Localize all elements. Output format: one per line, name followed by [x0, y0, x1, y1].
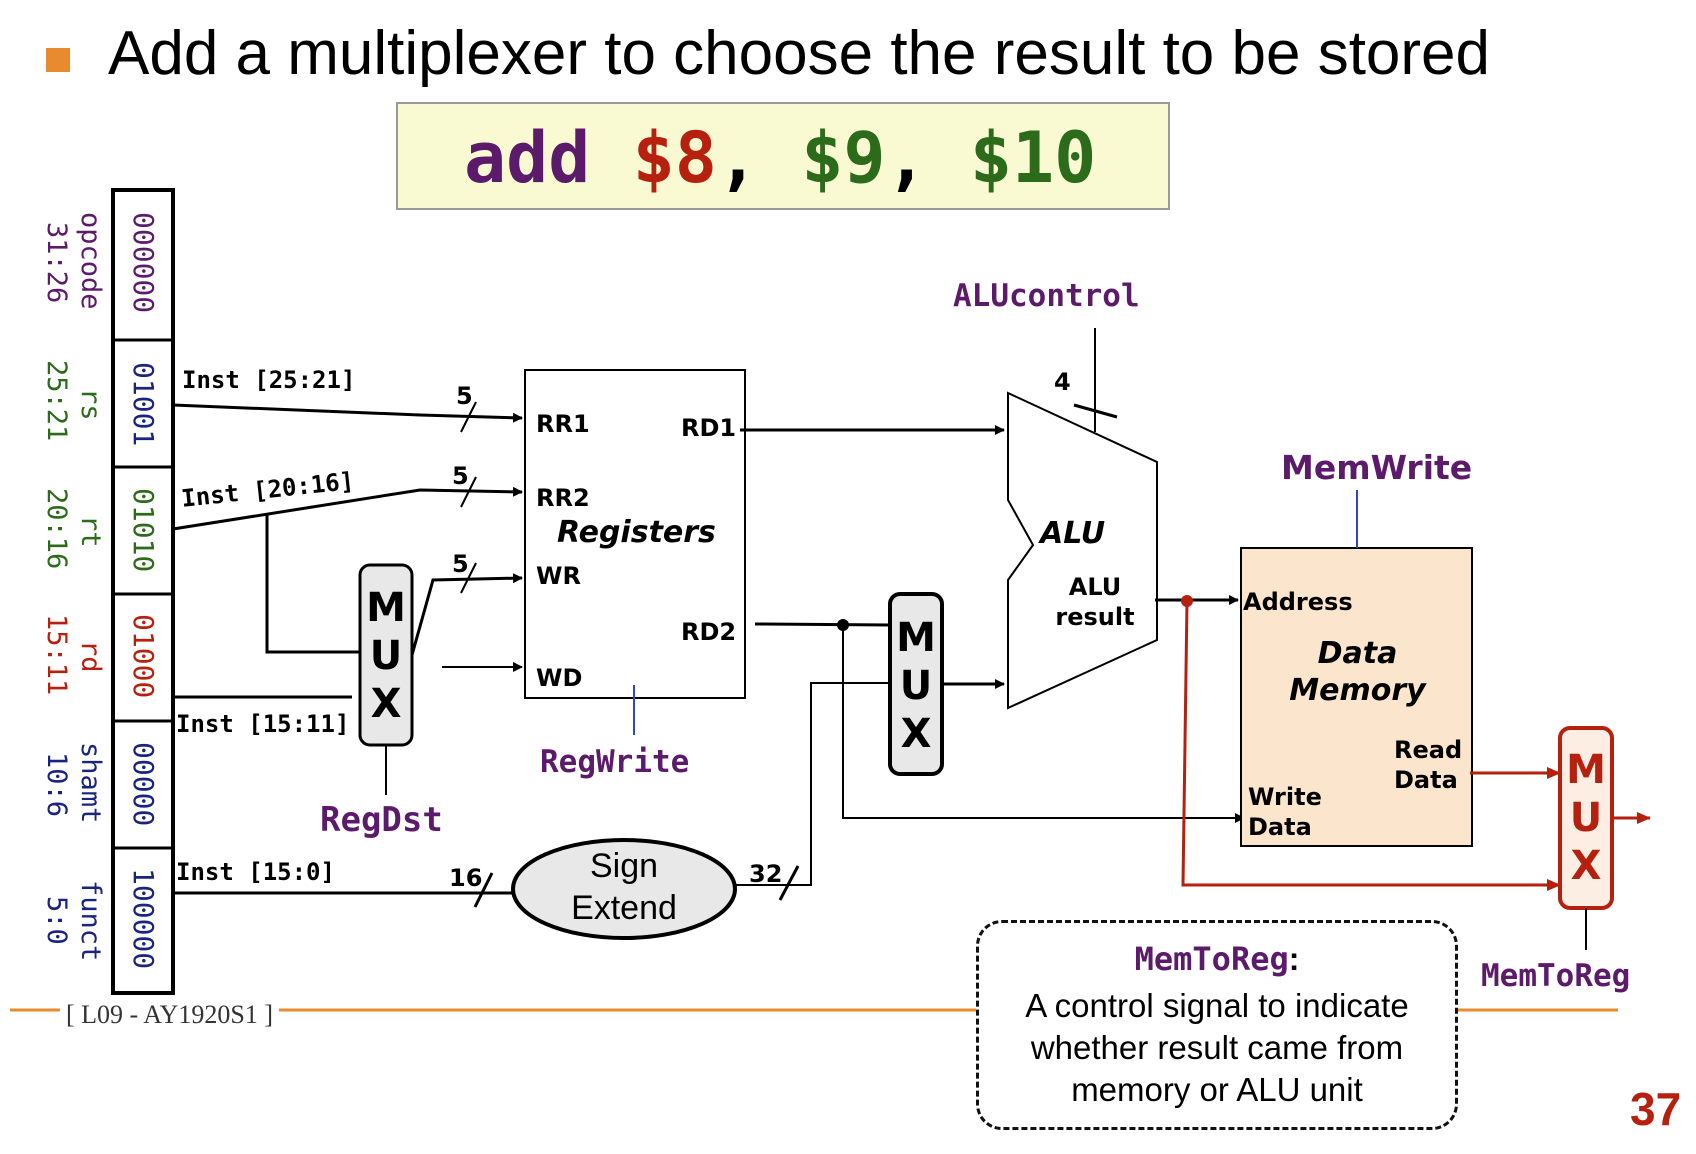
mem-read-line1: Read: [1394, 736, 1463, 764]
mem-read-data-label: Read Data: [1394, 735, 1462, 795]
mux-letter-m: M: [896, 615, 936, 661]
field-rd-name: rd: [75, 640, 106, 673]
sign-extend-unit: [511, 838, 737, 940]
width-alucontrol: 4: [1054, 368, 1071, 396]
instr-op: add: [464, 117, 591, 199]
regdst-mux-label: M U X: [360, 584, 412, 728]
memtoreg-mux-label: M U X: [1560, 746, 1612, 890]
sign-extend-label: Sign Extend: [514, 845, 734, 929]
mem-write-line2: Data: [1248, 813, 1312, 841]
note-title: MemToReg:: [976, 940, 1458, 978]
reg-rd1-label: RD1: [681, 414, 737, 442]
instr-rs: $9: [801, 117, 886, 199]
note-title-colon: :: [1288, 941, 1300, 977]
mem-address-label: Address: [1243, 588, 1353, 616]
instruction-box: [396, 102, 1170, 210]
alu-result-line1: ALU: [1068, 573, 1122, 601]
instruction-field-column: [111, 188, 175, 995]
field-rt-bits: 01010: [127, 488, 160, 573]
slide-footer: [ L09 - AY1920S1 ]: [60, 1000, 280, 1030]
sign-extend-line2: Extend: [571, 889, 677, 927]
mux-letter-u: U: [369, 633, 403, 679]
note-title-signal: MemToReg: [1134, 940, 1289, 978]
page-number: 37: [1630, 1083, 1682, 1135]
signal-regwrite: RegWrite: [540, 744, 690, 780]
signal-regdst: RegDst: [320, 800, 443, 840]
registers-title: Registers: [557, 515, 716, 550]
alusrc-mux-label: M U X: [890, 614, 942, 758]
field-rs-range: 25:21: [41, 360, 72, 442]
reg-rd2-label: RD2: [681, 618, 737, 646]
field-rt-range: 20:16: [41, 488, 72, 570]
alu-result-line2: result: [1055, 603, 1135, 631]
mem-read-line2: Data: [1394, 766, 1458, 794]
note-body: A control signal to indicate whether res…: [1025, 987, 1409, 1108]
mux-letter-x: X: [370, 681, 402, 727]
field-rt-name: rt: [75, 515, 106, 548]
instr-sep2: ,: [885, 117, 928, 199]
data-memory-title-line1: Data: [1317, 636, 1398, 671]
mem-write-line1: Write: [1248, 783, 1322, 811]
reg-rr2-label: RR2: [536, 484, 590, 512]
width-16: 16: [449, 864, 483, 892]
alu-unit: [1007, 391, 1158, 710]
mem-write-data-label: Write Data: [1248, 782, 1322, 842]
field-shamt-name: shamt: [75, 742, 106, 824]
mux-letter-m: M: [1566, 747, 1606, 793]
mux-letter-u: U: [899, 663, 933, 709]
width-wr: 5: [452, 550, 469, 578]
instruction-text: add $8, $9, $10: [464, 117, 1096, 199]
field-opcode-range: 31:26: [41, 222, 72, 304]
mux-letter-x: X: [1570, 843, 1602, 889]
field-rd-range: 15:11: [41, 614, 72, 696]
data-memory-title-line2: Memory: [1289, 673, 1426, 708]
registers-block: [524, 369, 746, 699]
slide-title: Add a multiplexer to choose the result t…: [108, 19, 1491, 88]
memtoreg-note-box: [976, 920, 1458, 1130]
width-32: 32: [749, 860, 783, 888]
title-bullet: [46, 48, 70, 72]
signal-alucontrol: ALUcontrol: [953, 278, 1140, 314]
field-opcode-bits: 000000: [127, 212, 160, 314]
field-funct-name: funct: [75, 880, 106, 962]
field-rd-bits: 01000: [127, 614, 160, 699]
width-rr1: 5: [456, 382, 473, 410]
field-opcode-name: opcode: [75, 212, 106, 310]
field-funct-bits: 100000: [127, 868, 160, 970]
field-shamt-range: 10:6: [41, 752, 72, 818]
label-inst-25-21: Inst [25:21]: [182, 366, 356, 394]
field-rs-name: rs: [75, 388, 106, 421]
field-funct-range: 5:0: [41, 896, 72, 945]
reg-rr1-label: RR1: [536, 410, 590, 438]
data-memory-title: Data Memory: [1270, 635, 1445, 709]
field-rs-bits: 01001: [127, 362, 160, 447]
mux-letter-m: M: [366, 585, 406, 631]
sign-extend-line1: Sign: [589, 847, 659, 885]
alu-title: ALU: [1040, 516, 1106, 551]
instr-rd: $8: [632, 117, 717, 199]
field-shamt-bits: 00000: [127, 742, 160, 827]
instr-rt: $10: [969, 117, 1097, 199]
instr-sep1: ,: [716, 117, 760, 199]
signal-memtoreg: MemToReg: [1481, 958, 1631, 994]
data-memory-block: [1240, 547, 1473, 847]
reg-wr-label: WR: [536, 562, 581, 590]
label-inst-15-11: Inst [15:11]: [176, 710, 350, 738]
label-inst-15-0: Inst [15:0]: [176, 858, 335, 886]
mux-letter-x: X: [900, 711, 932, 757]
reg-wd-label: WD: [536, 664, 583, 692]
mux-letter-u: U: [1569, 795, 1603, 841]
width-rr2: 5: [452, 462, 469, 490]
signal-memwrite: MemWrite: [1281, 448, 1473, 487]
alu-result-label: ALU result: [1055, 572, 1135, 632]
